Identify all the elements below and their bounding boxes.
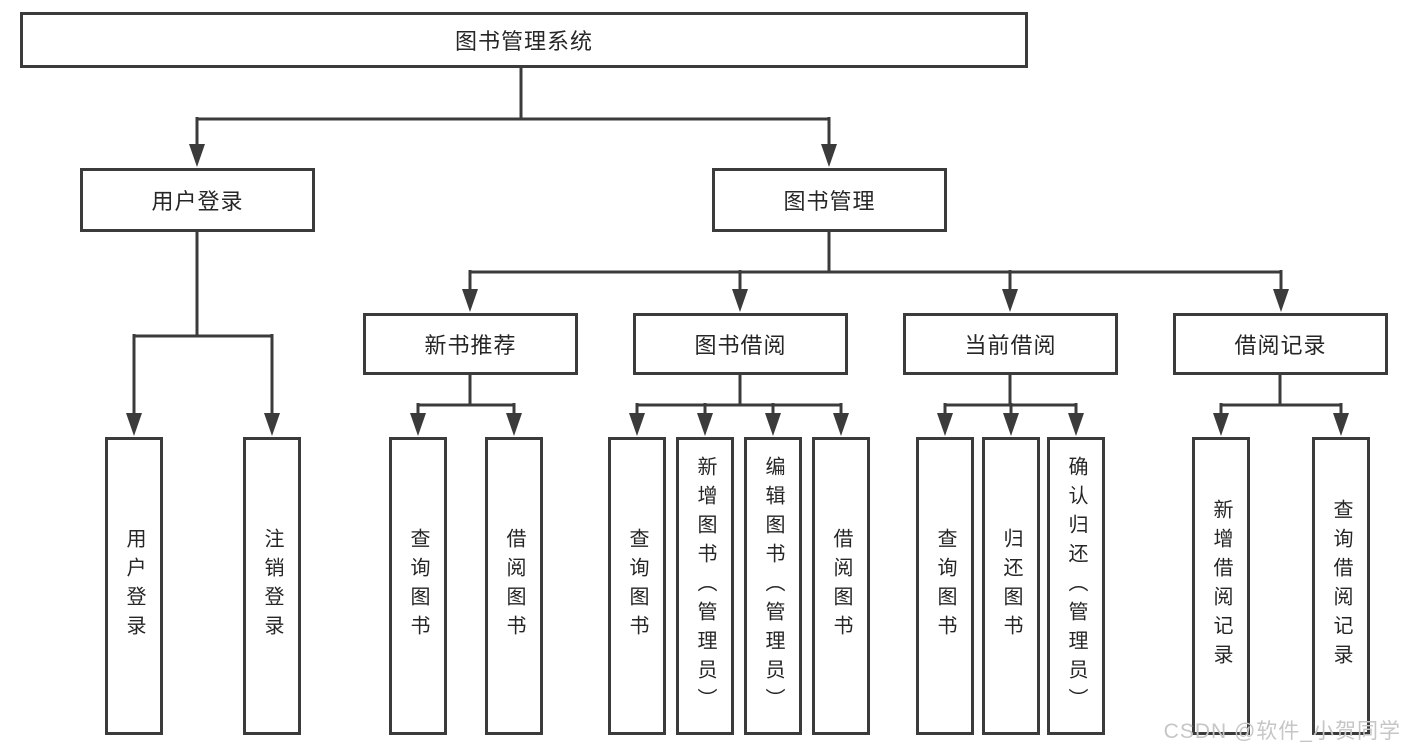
node-leaf-add-book-admin: 新增图书（管理员） bbox=[676, 437, 734, 735]
node-label: 新增借阅记录 bbox=[1210, 499, 1232, 673]
node-root-label: 图书管理系统 bbox=[454, 29, 593, 54]
connector-current-borrow-children bbox=[937, 375, 1084, 436]
node-label: 用户登录 bbox=[123, 528, 145, 644]
node-label: 注销登录 bbox=[261, 528, 283, 644]
arrowhead bbox=[126, 413, 142, 436]
node-label: 新增图书（管理员） bbox=[694, 455, 716, 717]
node-section-borrow-records: 借阅记录 bbox=[1173, 313, 1388, 375]
arrowhead bbox=[1213, 413, 1229, 436]
arrowhead bbox=[833, 413, 849, 436]
connector-root-to-level2 bbox=[189, 68, 837, 167]
node-user-login-branch: 用户登录 bbox=[80, 168, 315, 232]
arrowhead bbox=[1003, 413, 1019, 436]
node-leaf-query-books-3: 查询图书 bbox=[916, 437, 974, 735]
arrowhead bbox=[821, 144, 837, 167]
node-leaf-return-book: 归还图书 bbox=[982, 437, 1040, 735]
node-leaf-query-books-1: 查询图书 bbox=[389, 437, 447, 735]
node-label: 借阅图书 bbox=[830, 528, 852, 644]
node-label: 查询图书 bbox=[934, 528, 956, 644]
connector-mgmt-to-sections bbox=[462, 232, 1289, 312]
node-label: 用户登录 bbox=[151, 189, 244, 214]
arrowhead bbox=[1333, 413, 1349, 436]
node-label: 查询图书 bbox=[407, 528, 429, 644]
arrowhead bbox=[189, 144, 205, 167]
csdn-watermark: CSDN @软件_小贺同学 bbox=[1163, 720, 1401, 743]
node-leaf-query-borrow-record: 查询借阅记录 bbox=[1312, 437, 1370, 735]
arrowhead bbox=[1068, 413, 1084, 436]
arrowhead bbox=[765, 413, 781, 436]
node-leaf-borrow-books-1: 借阅图书 bbox=[485, 437, 543, 735]
node-section-book-borrow: 图书借阅 bbox=[633, 313, 848, 375]
arrowhead bbox=[732, 289, 748, 312]
arrowhead bbox=[629, 413, 645, 436]
arrowhead bbox=[697, 413, 713, 436]
node-label: 编辑图书（管理员） bbox=[762, 455, 784, 717]
arrowhead bbox=[264, 413, 280, 436]
node-label: 查询图书 bbox=[626, 528, 648, 644]
arrowhead bbox=[1002, 289, 1018, 312]
arrowhead bbox=[410, 413, 426, 436]
node-leaf-logout: 注销登录 bbox=[243, 437, 301, 735]
node-leaf-user-login: 用户登录 bbox=[105, 437, 163, 735]
node-label: 查询借阅记录 bbox=[1330, 499, 1352, 673]
node-section-new-books: 新书推荐 bbox=[363, 313, 578, 375]
node-section-current-borrow: 当前借阅 bbox=[903, 313, 1118, 375]
connector-borrow-records-children bbox=[1213, 375, 1349, 436]
arrowhead bbox=[1273, 289, 1289, 312]
arrowhead bbox=[506, 413, 522, 436]
connector-new-books-children bbox=[410, 375, 522, 436]
node-label: 借阅记录 bbox=[1234, 333, 1327, 358]
connector-book-borrow-children bbox=[629, 375, 849, 436]
node-leaf-edit-book-admin: 编辑图书（管理员） bbox=[744, 437, 802, 735]
node-leaf-borrow-books-2: 借阅图书 bbox=[812, 437, 870, 735]
node-label: 当前借阅 bbox=[964, 333, 1057, 358]
connector-login-branch bbox=[126, 232, 280, 436]
node-label: 图书管理 bbox=[783, 189, 876, 214]
node-label: 新书推荐 bbox=[424, 333, 517, 358]
arrowhead bbox=[462, 289, 478, 312]
node-leaf-add-borrow-record: 新增借阅记录 bbox=[1192, 437, 1250, 735]
node-root: 图书管理系统 bbox=[20, 12, 1028, 68]
node-label: 借阅图书 bbox=[503, 528, 525, 644]
node-label: 确认归还（管理员） bbox=[1065, 455, 1087, 717]
node-book-mgmt-branch: 图书管理 bbox=[712, 168, 947, 232]
arrowhead bbox=[937, 413, 953, 436]
node-leaf-query-books-2: 查询图书 bbox=[608, 437, 666, 735]
node-label: 归还图书 bbox=[1000, 528, 1022, 644]
node-leaf-confirm-return-admin: 确认归还（管理员） bbox=[1047, 437, 1105, 735]
node-label: 图书借阅 bbox=[694, 333, 787, 358]
